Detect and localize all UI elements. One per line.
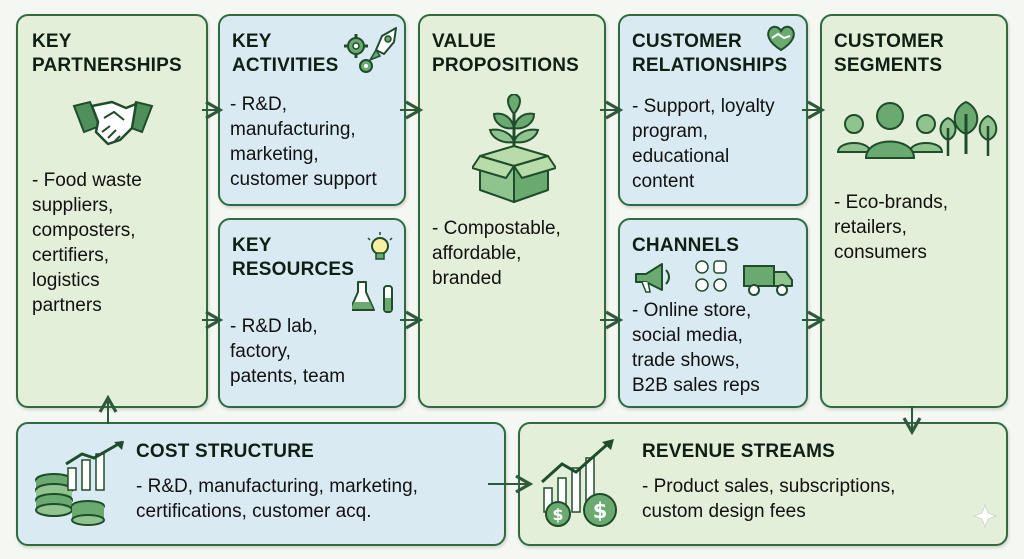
coins-chart-icon <box>32 440 132 539</box>
key-activities-block: KEY ACTIVITIES - R&D, manufacturing, mar… <box>218 14 406 206</box>
svg-text:$: $ <box>552 505 563 524</box>
key-activities-text: - R&D, manufacturing, marketing, custome… <box>230 94 377 190</box>
channels-text: - Online store, social media, trade show… <box>632 300 760 396</box>
customer-segments-title: CUSTOMER SEGMENTS <box>834 31 944 76</box>
lightbulb-flask-icon <box>349 230 398 329</box>
megaphone-social-truck-icon <box>632 258 798 305</box>
value-propositions-text: - Compostable, affordable, branded <box>432 218 561 289</box>
key-resources-block: KEY RESOURCES - R&D lab, factory, patent… <box>218 218 406 408</box>
cost-structure-block: COST STRUCTURE - R&D, manufacturing, mar… <box>16 422 506 546</box>
key-partnerships-block: KEY PARTNERSHIPS - Food waste suppliers,… <box>16 14 208 408</box>
customer-relationships-title: CUSTOMER RELATIONSHIPS <box>632 31 788 76</box>
cost-structure-text: - R&D, manufacturing, marketing, certifi… <box>136 476 418 522</box>
customer-relationships-text: - Support, loyalty program, educational … <box>632 96 775 192</box>
channels-block: CHANNELS - Online store, social media, t… <box>618 218 808 408</box>
key-activities-title: KEY ACTIVITIES <box>232 31 339 76</box>
revenue-streams-block: $ $ REVENUE STREAMS - Product sales, sub… <box>518 422 1008 546</box>
customer-segments-text: - Eco-brands, retailers, consumers <box>834 192 949 263</box>
key-partnerships-title: KEY PARTNERSHIPS <box>32 31 182 76</box>
customer-segments-block: CUSTOMER SEGMENTS - Eco-brands, retailer… <box>820 14 1008 408</box>
gears-rocket-icon <box>342 24 402 87</box>
sparkle-icon <box>972 503 998 529</box>
key-partnerships-text: - Food waste suppliers, composters, cert… <box>32 170 142 316</box>
key-resources-text: - R&D lab, factory, patents, team <box>230 316 346 387</box>
sprout-box-icon <box>471 92 557 209</box>
people-trees-icon <box>834 94 1000 173</box>
growth-dollar-icon: $ $ <box>540 438 640 539</box>
channels-title: CHANNELS <box>632 235 740 256</box>
customer-relationships-block: CUSTOMER RELATIONSHIPS - Support, loyalt… <box>618 14 808 206</box>
svg-text:$: $ <box>593 499 608 523</box>
handshake-icon <box>70 92 156 159</box>
cost-structure-title: COST STRUCTURE <box>136 441 315 462</box>
revenue-streams-title: REVENUE STREAMS <box>642 441 836 462</box>
value-propositions-block: VALUE PROPOSITIONS - Compostable, afford… <box>418 14 606 408</box>
heart-hands-icon <box>764 24 798 59</box>
value-propositions-title: VALUE PROPOSITIONS <box>432 31 580 76</box>
revenue-streams-text: - Product sales, subscriptions, custom d… <box>642 476 896 522</box>
key-resources-title: KEY RESOURCES <box>232 235 355 280</box>
